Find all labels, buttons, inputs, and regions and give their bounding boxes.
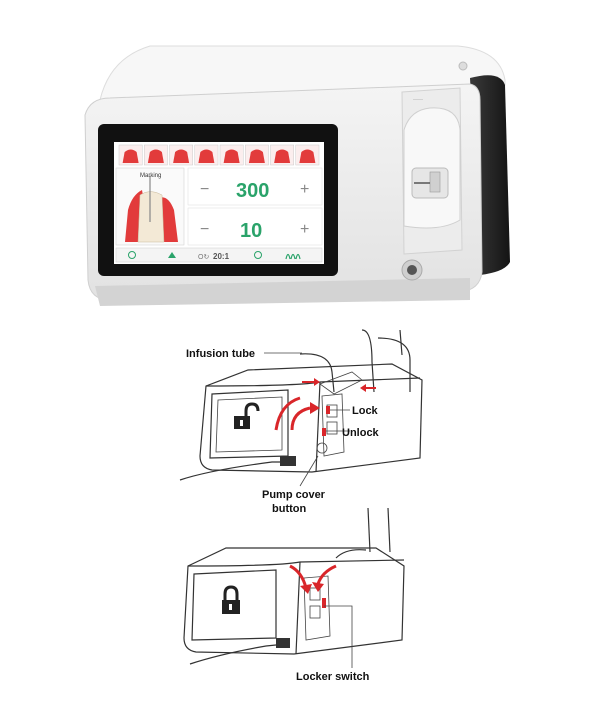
- pump-lever[interactable]: [429, 171, 441, 193]
- settings-icon[interactable]: [128, 251, 136, 259]
- light-icon[interactable]: [168, 252, 176, 258]
- ratio-label[interactable]: 20:1: [213, 252, 230, 261]
- pump-cover-label-line1: Pump cover: [262, 489, 326, 501]
- tooth-tab[interactable]: [194, 144, 219, 166]
- speed-plus-button[interactable]: +: [300, 181, 309, 198]
- speed-value: 300: [236, 180, 269, 202]
- locker-switch-label: Locker switch: [296, 671, 370, 683]
- lock-label: Lock: [352, 405, 379, 417]
- tooth-tab[interactable]: [118, 144, 143, 166]
- flow-value: 10: [240, 220, 262, 242]
- rotation-icon[interactable]: [254, 251, 262, 259]
- lock-close-arrow: [289, 564, 308, 589]
- unlock-diagram: Infusion tube Lock Unlock Pump cover but…: [179, 329, 423, 515]
- tooth-tab[interactable]: [270, 144, 294, 166]
- tooth-tab[interactable]: [144, 144, 168, 166]
- tooth-tab[interactable]: [295, 144, 320, 166]
- irrigation-icon[interactable]: [285, 253, 301, 260]
- lock-diagram: Locker switch: [183, 507, 405, 683]
- unlock-label: Unlock: [342, 427, 380, 439]
- flow-minus-button[interactable]: −: [200, 221, 209, 238]
- pump-cover-button[interactable]: [316, 442, 328, 454]
- procedure-label: Marking: [140, 173, 161, 179]
- tooth-tab[interactable]: [245, 144, 269, 166]
- screen-status-bar: O↻ 20:1: [115, 247, 323, 263]
- device-photo: Marking − + 300 − + 10 O↻ 20:1 ——: [84, 45, 510, 306]
- flow-plus-button[interactable]: +: [300, 221, 309, 238]
- locked-padlock-icon: [222, 585, 240, 614]
- speed-minus-button[interactable]: −: [200, 181, 209, 198]
- pump-cover-label-line2: button: [272, 503, 306, 515]
- unlock-rotation-arrow: [290, 406, 311, 431]
- locker-switch[interactable]: [322, 598, 326, 608]
- infusion-tube-label: Infusion tube: [186, 348, 255, 360]
- tooth-tab-row: [118, 144, 320, 166]
- unlocked-padlock-icon: [234, 402, 260, 429]
- tooth-tab[interactable]: [169, 144, 193, 166]
- svg-text:——: ——: [413, 97, 423, 103]
- ratio-prefix: O↻: [198, 254, 209, 261]
- tooth-tab[interactable]: [219, 144, 244, 166]
